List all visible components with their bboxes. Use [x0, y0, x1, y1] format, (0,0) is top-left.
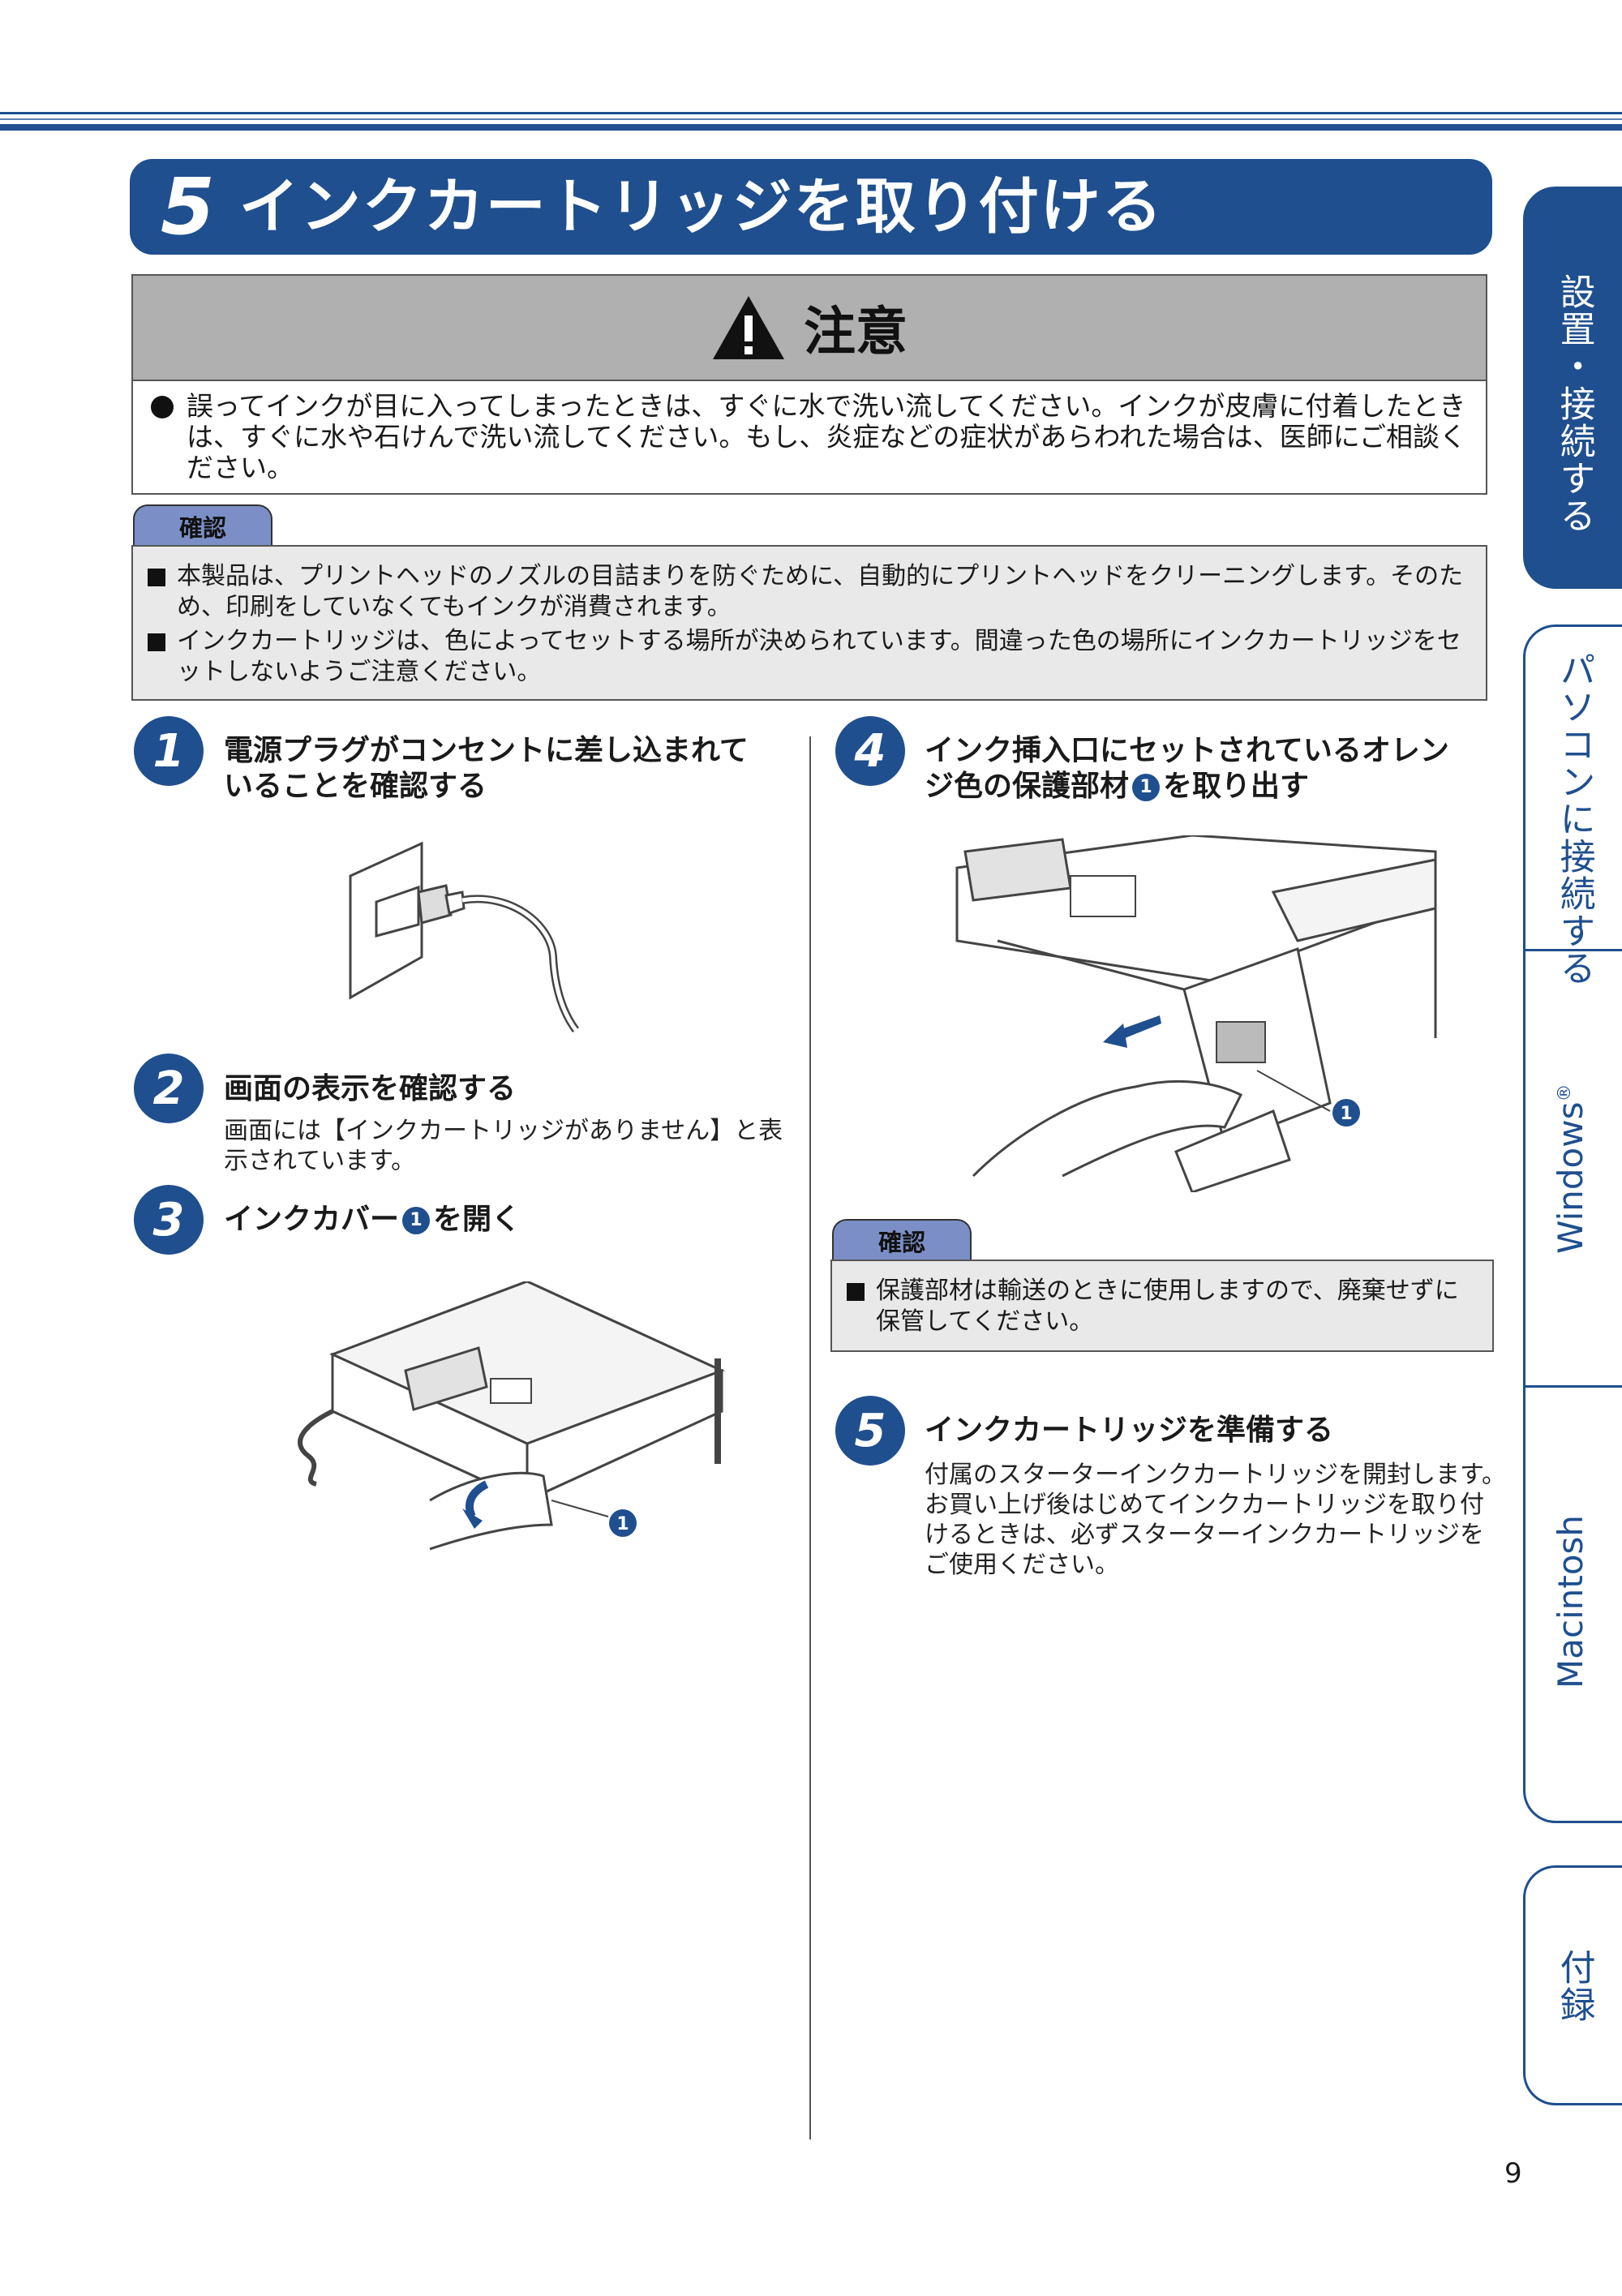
side-tab-group: パソコンに接続する — [1523, 624, 1622, 1823]
warning-icon — [713, 296, 784, 359]
caution-label: 注意 — [804, 303, 908, 363]
caution-header: 注意 — [133, 276, 1486, 381]
step-1-number: 1 — [134, 716, 204, 786]
section-title: インクカートリッジを取り付ける — [238, 172, 1164, 242]
top-rule-2 — [0, 118, 1622, 120]
caution-box: 注意 誤ってインクが目に入ってしまったときは、すぐに水で洗い流してください。イン… — [131, 274, 1487, 495]
callout-1-icon: 1 — [402, 1207, 431, 1234]
step-5-number: 5 — [835, 1396, 905, 1466]
protective-part-illustration: 1 — [949, 835, 1444, 1192]
side-tab-macintosh[interactable]: Macintosh — [1551, 1514, 1590, 1689]
confirm-tab: 確認 — [133, 504, 272, 547]
confirm-item: 本製品は、プリントヘッドのノズルの目詰まりを防ぐために、自動的にプリントヘッドを… — [133, 561, 1471, 623]
confirm-item: インクカートリッジは、色によってセットする場所が決められています。間違った色の場… — [133, 626, 1471, 688]
side-tab-pc-label[interactable]: パソコンに接続する — [1553, 651, 1595, 987]
confirm-box-step4: 保護部材は輸送のときに使用しますので、廃棄せずに 保管してください。 — [830, 1260, 1494, 1352]
side-tab-divider — [1523, 949, 1622, 951]
square-bullet-icon — [148, 633, 165, 651]
side-tab-appendix[interactable]: 付録 — [1523, 1865, 1622, 2105]
column-divider — [809, 736, 811, 2139]
callout-1-label: 1 — [616, 1514, 629, 1534]
callout-1-label: 1 — [1340, 1104, 1352, 1124]
confirm-box: 本製品は、プリントヘッドのノズルの目詰まりを防ぐために、自動的にプリントヘッドを… — [131, 545, 1487, 701]
confirm-tab-step4: 確認 — [832, 1219, 972, 1261]
power-plug-illustration — [341, 835, 584, 1038]
step-2-desc: 画面には【インクカートリッジがありません】と表 示されています。 — [224, 1117, 783, 1175]
side-tab-setup[interactable]: 設置・接続する — [1523, 187, 1622, 589]
square-bullet-icon — [148, 569, 165, 586]
square-bullet-icon — [847, 1283, 865, 1301]
bullet-icon — [151, 396, 174, 418]
side-tab-appendix-label: 付録 — [1553, 1949, 1595, 2023]
callout-1-icon: 1 — [1132, 774, 1161, 801]
side-tab-setup-label: 設置・接続する — [1553, 273, 1595, 534]
step-4-number: 4 — [835, 716, 905, 786]
step-3-number: 3 — [134, 1185, 204, 1255]
ink-cover-illustration: 1 — [284, 1281, 738, 1581]
section-header: 5 インクカートリッジを取り付ける — [130, 159, 1492, 255]
step-1-title: 電源プラグがコンセントに差し込まれて いることを確認する — [224, 734, 749, 803]
step-5-title: インクカートリッジを準備する — [925, 1414, 1334, 1447]
side-tab-divider — [1523, 1385, 1622, 1388]
step-2-title: 画面の表示を確認する — [224, 1072, 517, 1105]
top-rule-3 — [0, 124, 1622, 131]
caution-text: 誤ってインクが目に入ってしまったときは、すぐに水で洗い流してください。インクが皮… — [187, 390, 1467, 483]
step-5-desc: 付属のスターターインクカートリッジを開封します。 お買い上げ後はじめてインクカー… — [925, 1461, 1506, 1579]
caution-body: 誤ってインクが目に入ってしまったときは、すぐに水で洗い流してください。インクが皮… — [133, 381, 1486, 483]
section-number: 5 — [161, 161, 215, 252]
step-2-number: 2 — [134, 1054, 204, 1123]
confirm-item: 保護部材は輸送のときに使用しますので、廃棄せずに 保管してください。 — [832, 1276, 1481, 1337]
page-number: 9 — [1504, 2157, 1522, 2190]
side-tab-windows[interactable]: Windows® — [1551, 1084, 1590, 1254]
top-rule-1 — [0, 112, 1622, 114]
